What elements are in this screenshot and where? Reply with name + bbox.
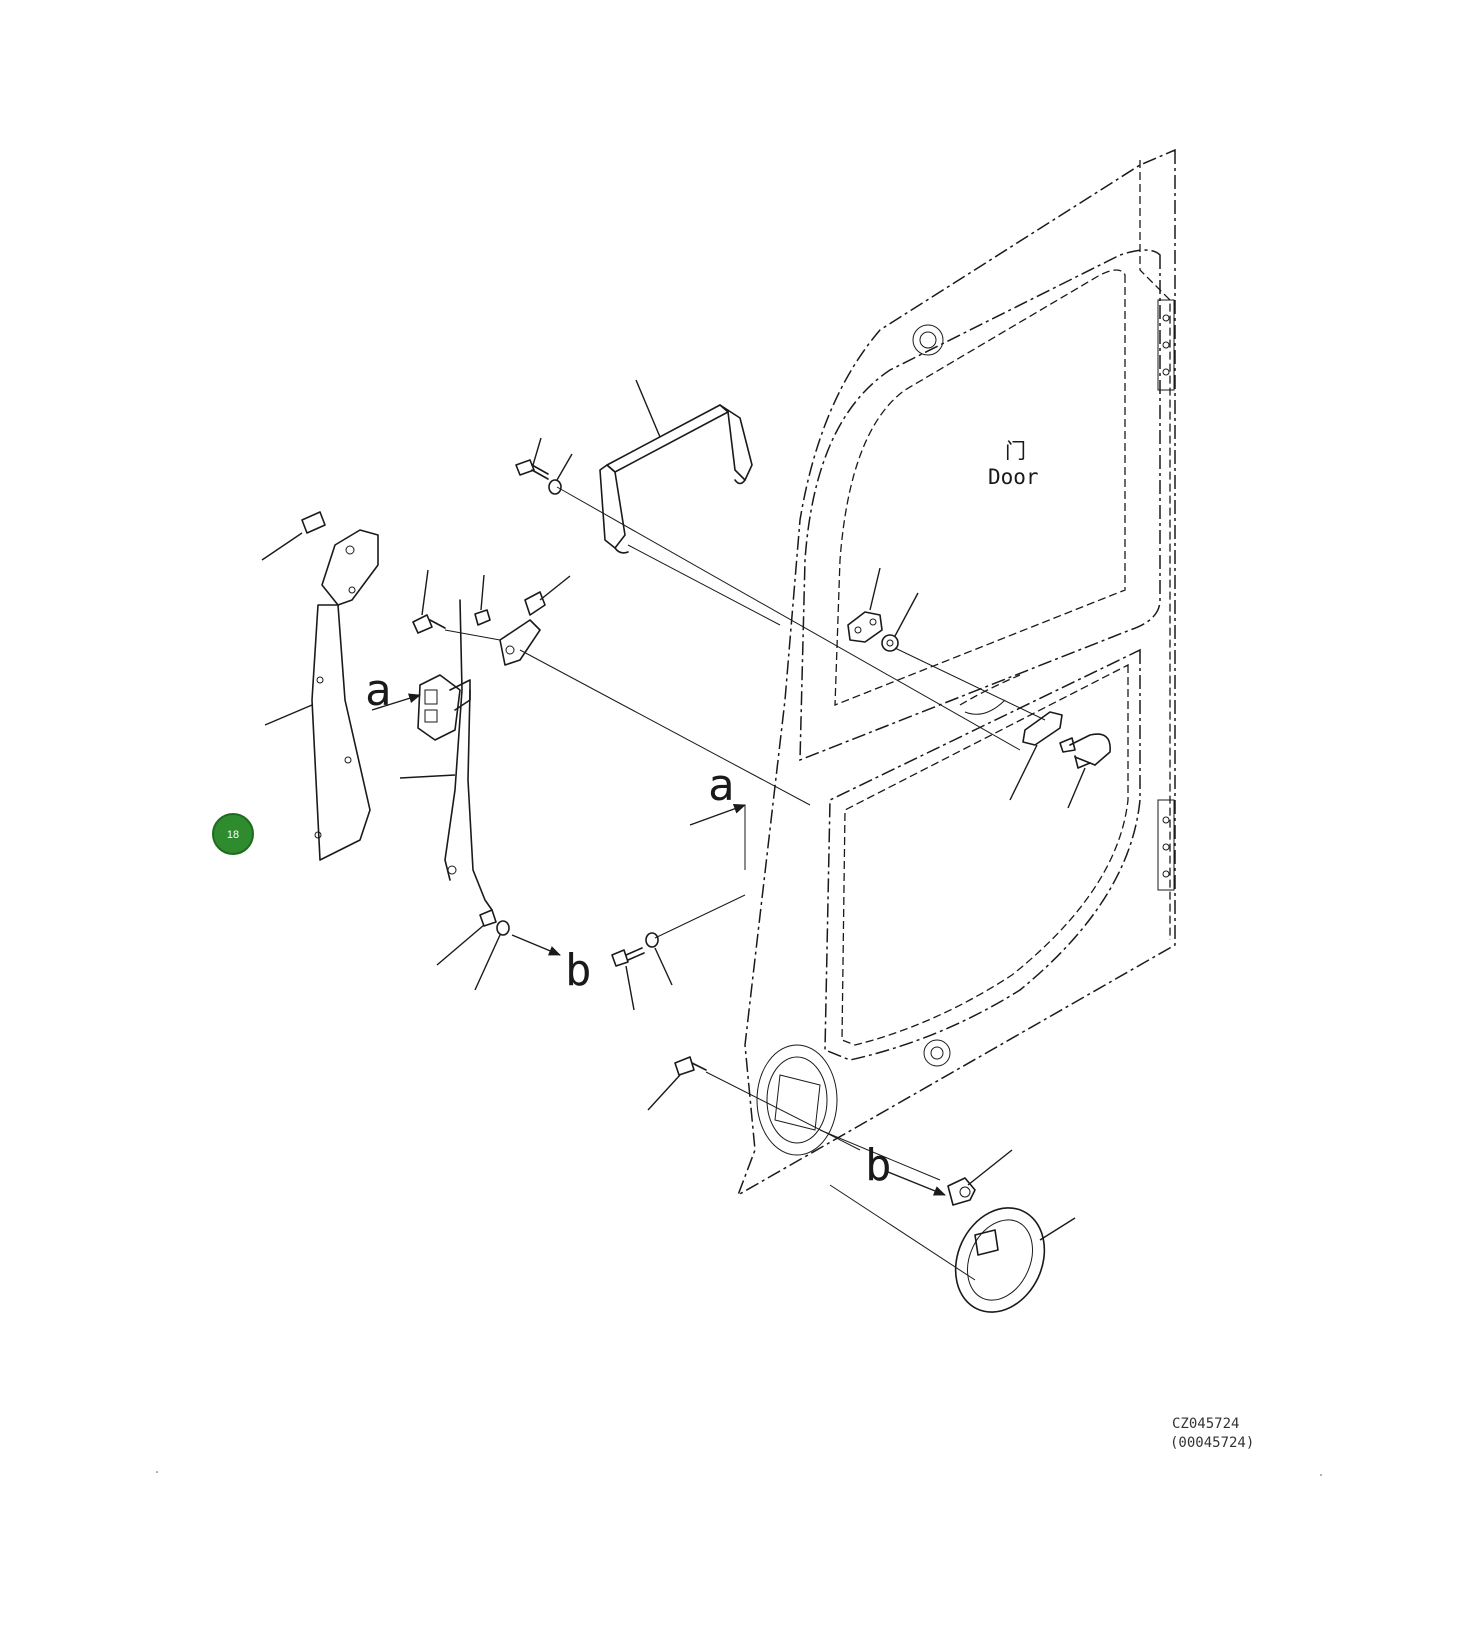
connecting-rod xyxy=(399,599,493,911)
arrow-a-left xyxy=(371,693,421,711)
striker-plate xyxy=(847,567,883,643)
badge-circle xyxy=(212,813,254,855)
badge-number: 18 xyxy=(227,829,239,841)
middle-washer xyxy=(645,932,673,986)
latch-bolt xyxy=(412,569,446,634)
ref-letter-b-lower: b xyxy=(865,1140,892,1191)
rod-lower-washer xyxy=(474,920,510,991)
latch-bracket xyxy=(499,575,571,666)
top-washer xyxy=(548,453,573,495)
top-bolt xyxy=(515,437,549,480)
middle-bolt xyxy=(611,947,645,1011)
door-panel xyxy=(736,148,1176,1197)
latch-nut xyxy=(474,574,491,626)
striker-washer xyxy=(881,592,919,652)
door-label-jp: 门 xyxy=(1005,439,1026,463)
small-lock xyxy=(947,1149,1013,1206)
lower-door-bolt xyxy=(647,1056,707,1111)
round-handle xyxy=(954,1207,1076,1313)
u-bolt xyxy=(1059,733,1111,809)
arrow-b-lower xyxy=(887,1171,946,1196)
ref-letter-a-door: a xyxy=(708,760,735,811)
drawing-code: CZ045724 xyxy=(1172,1416,1239,1432)
door-label-en: Door xyxy=(988,465,1039,489)
grab-handle xyxy=(599,379,753,554)
arrow-a-door xyxy=(689,804,746,826)
arrow-b-left xyxy=(511,934,561,956)
trim-cover xyxy=(261,511,379,861)
rod-lower-bolt xyxy=(436,909,497,966)
item-number-badge[interactable]: 18 xyxy=(212,813,254,855)
door-pad xyxy=(1009,711,1063,801)
drawing-code-sub: (00045724) xyxy=(1170,1435,1254,1451)
ref-letter-b-left: b xyxy=(565,945,592,996)
